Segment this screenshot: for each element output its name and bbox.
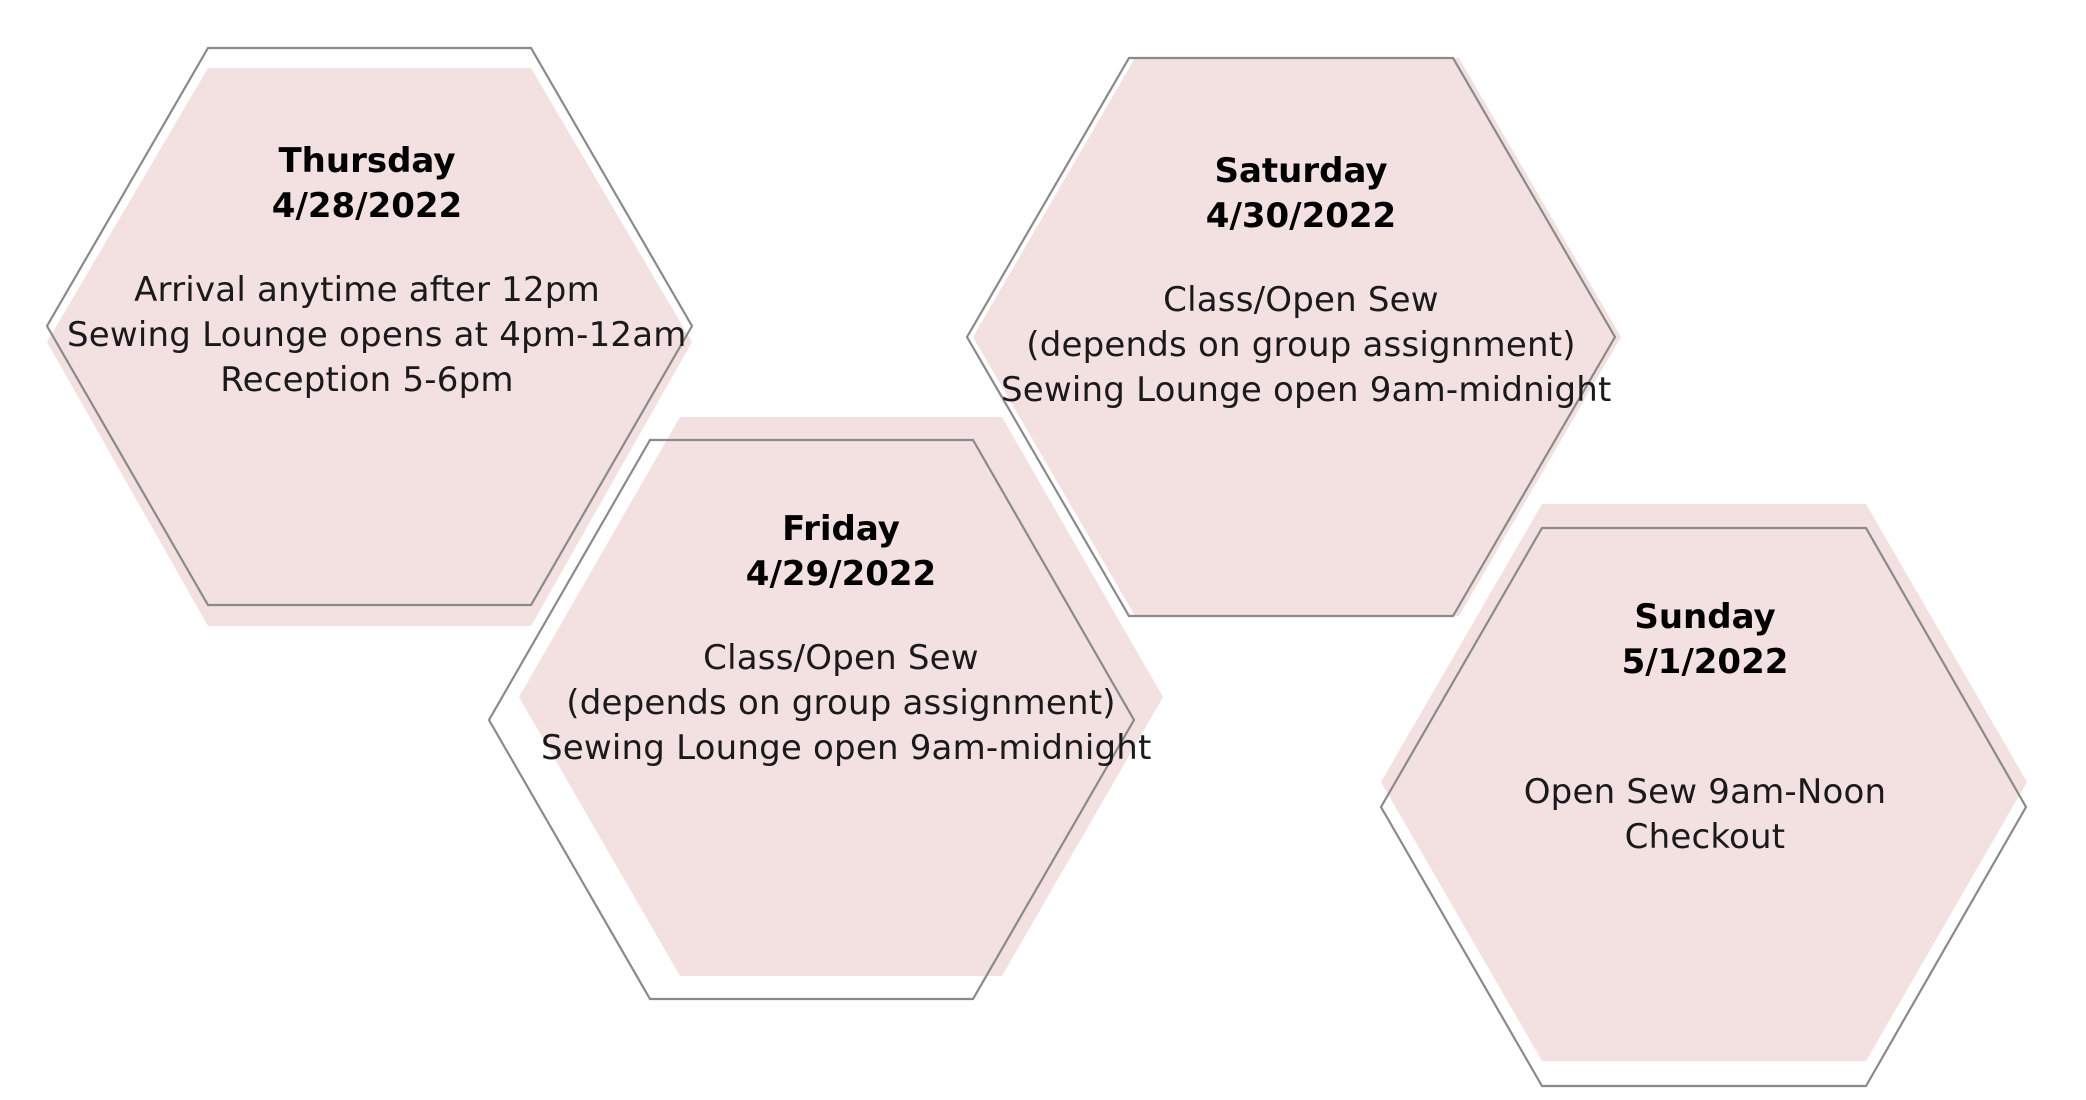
saturday-hex-fill (973, 58, 1621, 616)
saturday-day: Saturday (1214, 151, 1388, 191)
thursday-line-3: Reception 5-6pm (220, 360, 514, 400)
friday-hex-outline (487, 438, 1136, 1001)
sunday-line-2: Checkout (1624, 817, 1786, 857)
sunday-line-1: Open Sew 9am-Noon (1523, 772, 1887, 812)
thursday-day: Thursday (278, 141, 456, 181)
sunday-hex-fill (1381, 504, 2027, 1061)
thursday-card: Thursday 4/28/2022 Arrival anytime after… (67, 139, 687, 403)
saturday-hex-outline (965, 56, 1617, 618)
saturday-line-3: Sewing Lounge open 9am-midnight (1001, 370, 1612, 410)
sunday-hex-outline (1379, 526, 2028, 1088)
saturday-card: Saturday 4/30/2022 Class/Open Sew (depen… (1001, 149, 1612, 413)
thursday-hex-outline (45, 46, 694, 607)
friday-line-1: Class/Open Sew (703, 638, 979, 678)
saturday-line-1: Class/Open Sew (1163, 280, 1439, 320)
friday-date: 4/29/2022 (745, 554, 937, 594)
saturday-line-2: (depends on group assignment) (1026, 325, 1576, 365)
thursday-date: 4/28/2022 (271, 186, 463, 226)
sunday-card: Sunday 5/1/2022 Open Sew 9am-Noon Checko… (1405, 595, 2005, 860)
friday-line-2: (depends on group assignment) (566, 683, 1116, 723)
sunday-date: 5/1/2022 (1621, 642, 1789, 682)
friday-day: Friday (782, 509, 900, 549)
friday-line-3: Sewing Lounge open 9am-midnight (541, 728, 1152, 768)
friday-card: Friday 4/29/2022 Class/Open Sew (depends… (541, 507, 1152, 771)
sunday-day: Sunday (1634, 597, 1776, 637)
thursday-hex-fill (47, 68, 692, 626)
thursday-line-1: Arrival anytime after 12pm (134, 270, 600, 310)
saturday-date: 4/30/2022 (1205, 196, 1397, 236)
thursday-line-2: Sewing Lounge opens at 4pm-12am (67, 315, 687, 355)
friday-hex-fill (519, 417, 1163, 976)
